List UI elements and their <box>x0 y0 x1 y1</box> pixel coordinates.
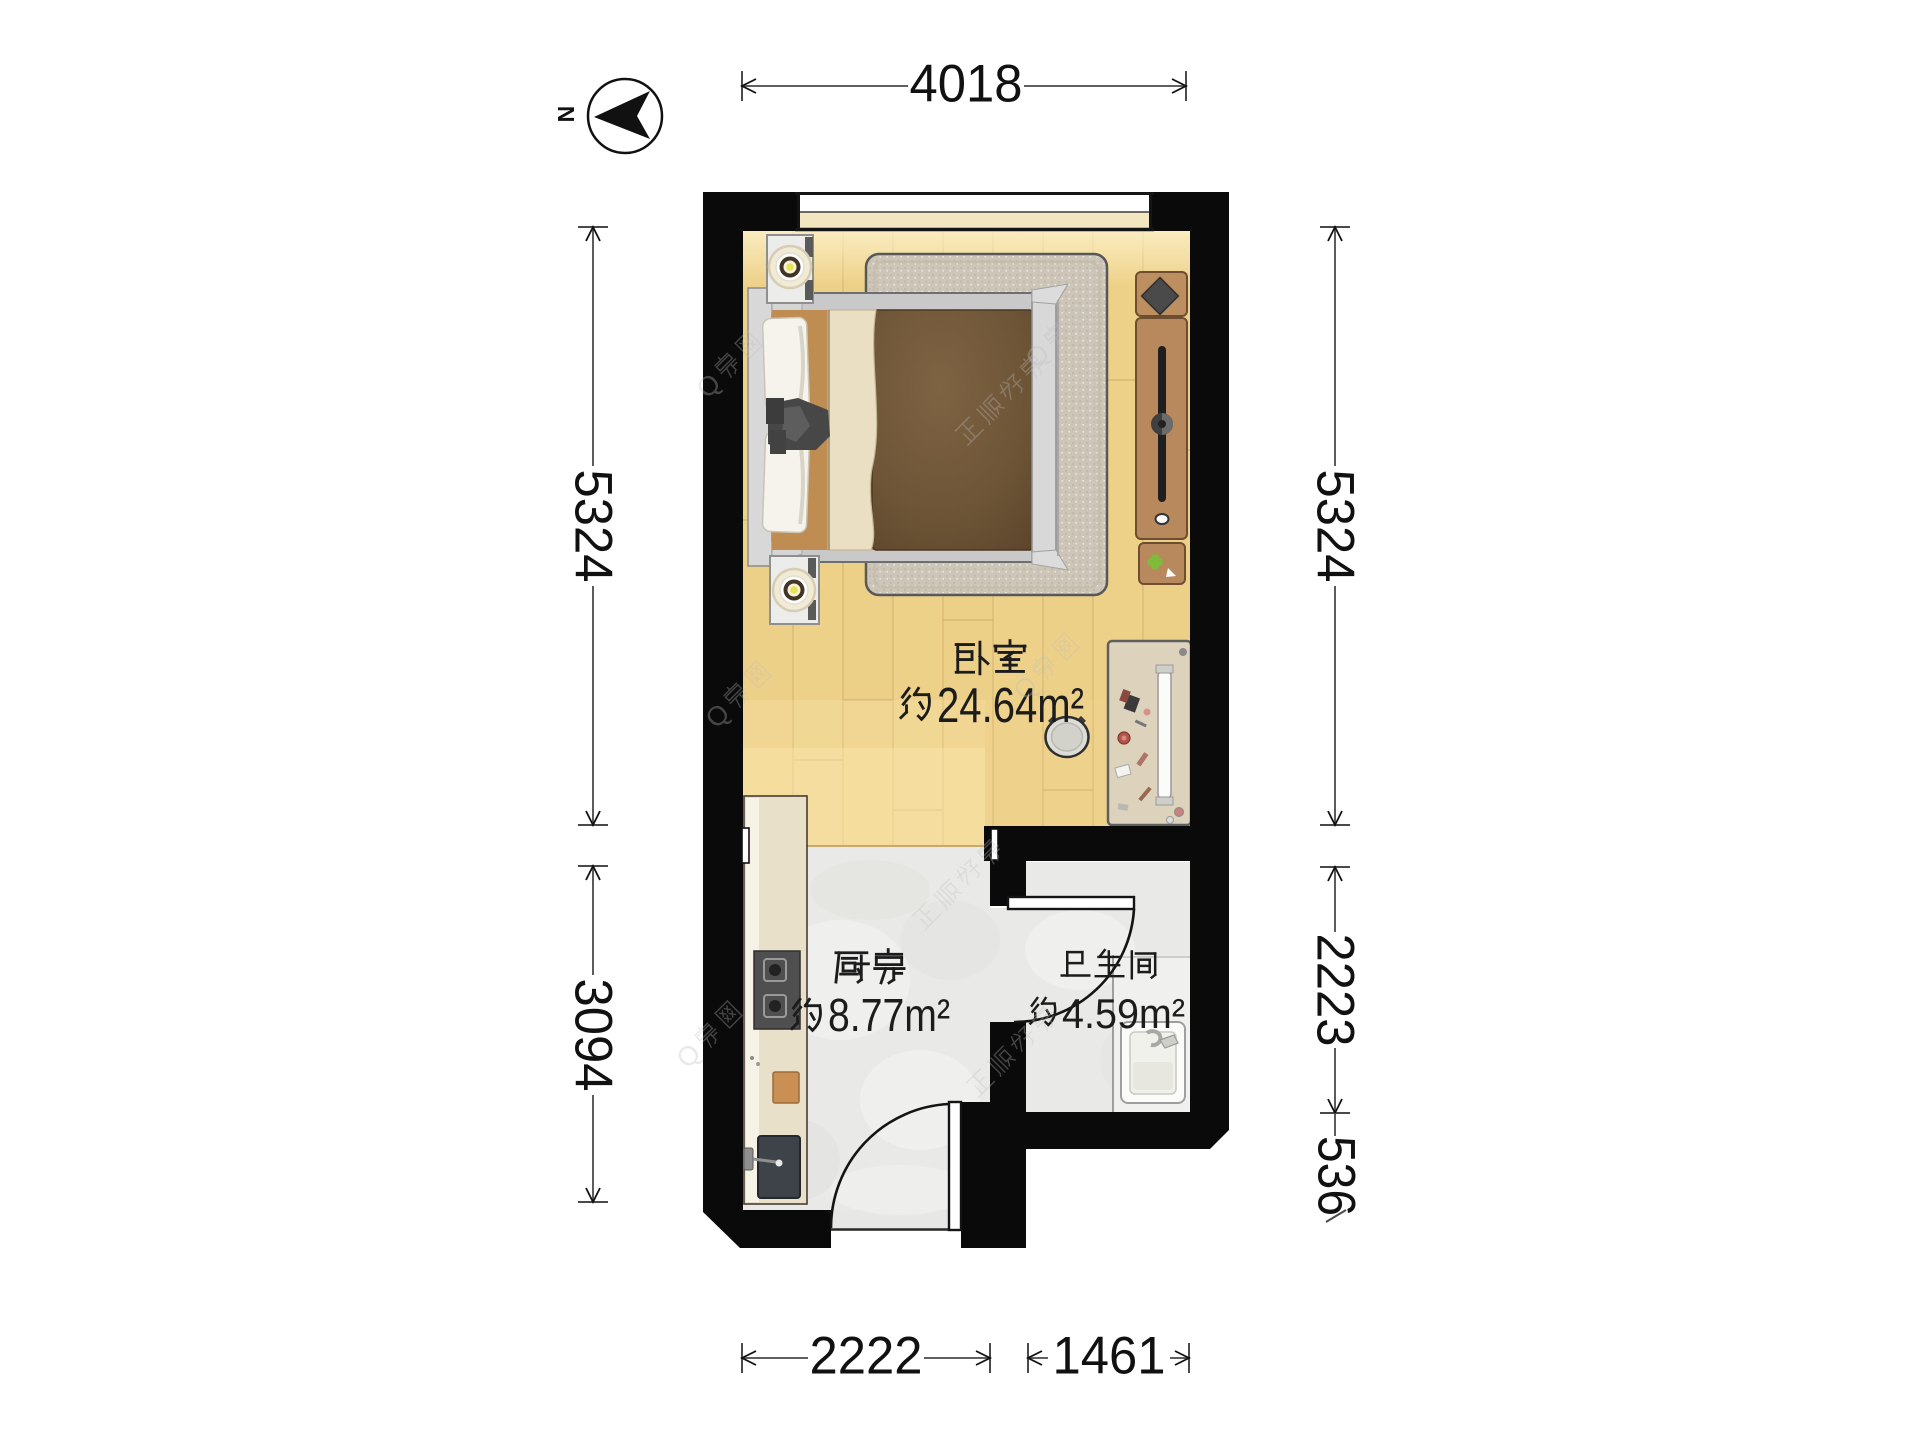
svg-text:4018: 4018 <box>910 55 1023 114</box>
svg-text:2223: 2223 <box>1306 934 1365 1047</box>
svg-text:24.64m²: 24.64m² <box>937 679 1084 733</box>
svg-text:N: N <box>553 106 579 123</box>
svg-text:4.59m²: 4.59m² <box>1062 990 1185 1037</box>
svg-text:5324: 5324 <box>564 470 623 583</box>
svg-text:536: 536 <box>1307 1136 1366 1216</box>
svg-text:5324: 5324 <box>1306 470 1365 583</box>
svg-text:2222: 2222 <box>810 1327 923 1386</box>
svg-text:1461: 1461 <box>1053 1327 1166 1386</box>
svg-text:8.77m²: 8.77m² <box>828 989 950 1041</box>
svg-text:3094: 3094 <box>564 979 623 1092</box>
